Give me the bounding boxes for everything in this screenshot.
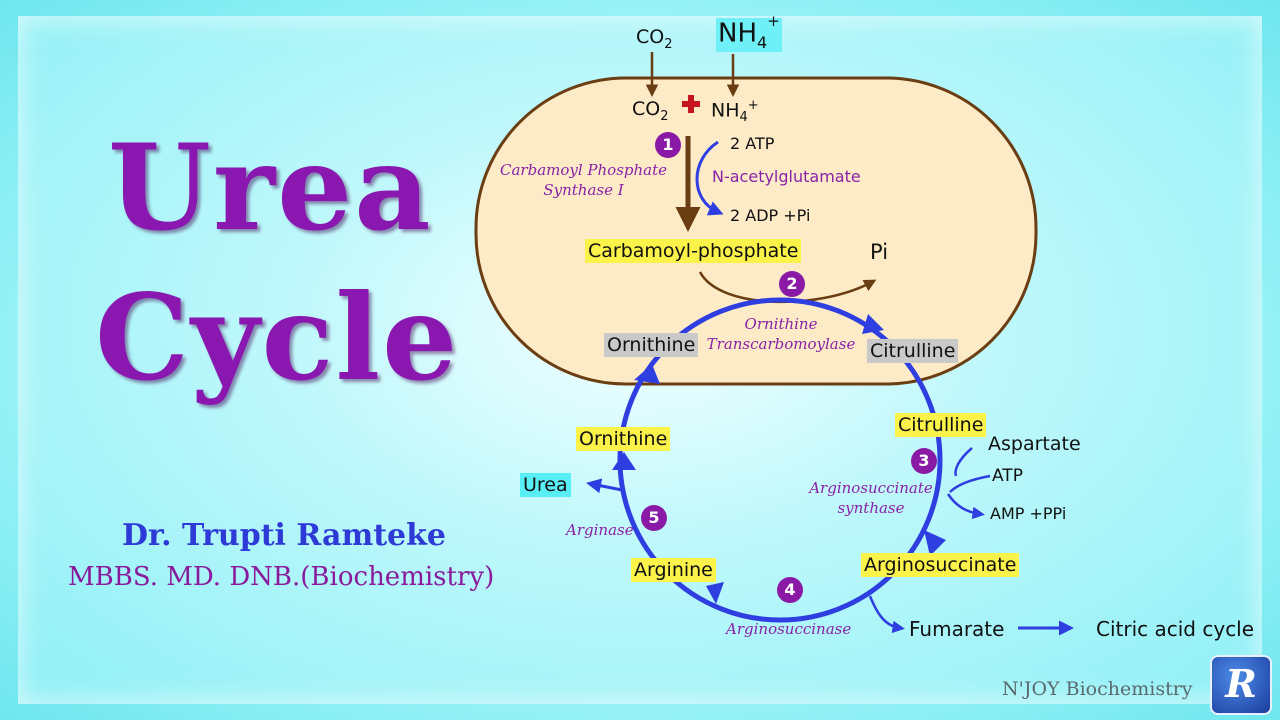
ornithine-cyto: Ornithine [576,427,671,451]
step-3-badge: 3 [911,448,937,474]
author-degrees: MBBS. MD. DNB.(Biochemistry) [68,562,495,592]
step-1-badge: 1 [655,132,681,158]
title-line-2: Cycle [95,268,460,407]
brand-logo-icon: R [1210,655,1272,715]
step-5-badge: 5 [641,505,667,531]
step-2-badge: 2 [779,271,805,297]
author-name: Dr. Trupti Ramteke [122,518,447,553]
urea-product: Urea [520,473,571,497]
brand-name: N'JOY Biochemistry [1002,678,1193,700]
step-4-badge: 4 [777,577,803,603]
step-4-product: Fumarate [909,617,1005,641]
step-3-aspartate: Aspartate [988,433,1081,455]
amp-out [946,493,985,520]
ring-arrow-top [862,314,884,334]
step-2-byproduct: Pi [870,240,889,264]
co2-outside: CO2 [636,26,673,52]
carbamoyl-phosphate: Carbamoyl-phosphate [585,239,802,263]
ornithine-mito: Ornithine [604,333,699,357]
step-3-atp: ATP [992,466,1023,486]
ring-arrow-bottom [706,582,724,604]
nh4-outside: NH4+ [716,12,782,52]
step-1-activator: N-acetylglutamate [712,167,861,186]
step1-cofactor-curve [695,140,724,216]
citrulline-mito: Citrulline [867,339,959,363]
nh4-inside: NH4+ [711,98,759,126]
urea-arrow [586,478,623,494]
co2-inside: CO2 [632,98,669,124]
arginosuccinate: Arginosuccinate [861,553,1020,577]
step-1-cofactor-in: 2 ATP [730,134,775,153]
ring-arrow-topleft [634,364,660,384]
step-4-enzyme: Arginosuccinase [726,620,852,638]
arginine: Arginine [631,558,716,582]
atp-in [949,474,991,493]
step-3-output: AMP +PPi [990,504,1067,523]
ring-arrow-right [924,530,946,556]
step-5-enzyme: Arginase [566,521,634,539]
title-line-1: Urea [108,118,433,257]
step-1-cofactor-out: 2 ADP +Pi [730,206,811,225]
step-4-destination: Citric acid cycle [1096,617,1255,641]
plus-icon [682,95,700,113]
aspartate-in [954,447,973,477]
ring-arrow-left [612,452,636,470]
citrulline-cyto: Citrulline [895,413,987,437]
fumarate-arrow [868,595,905,634]
mitochondrion [474,76,1038,386]
